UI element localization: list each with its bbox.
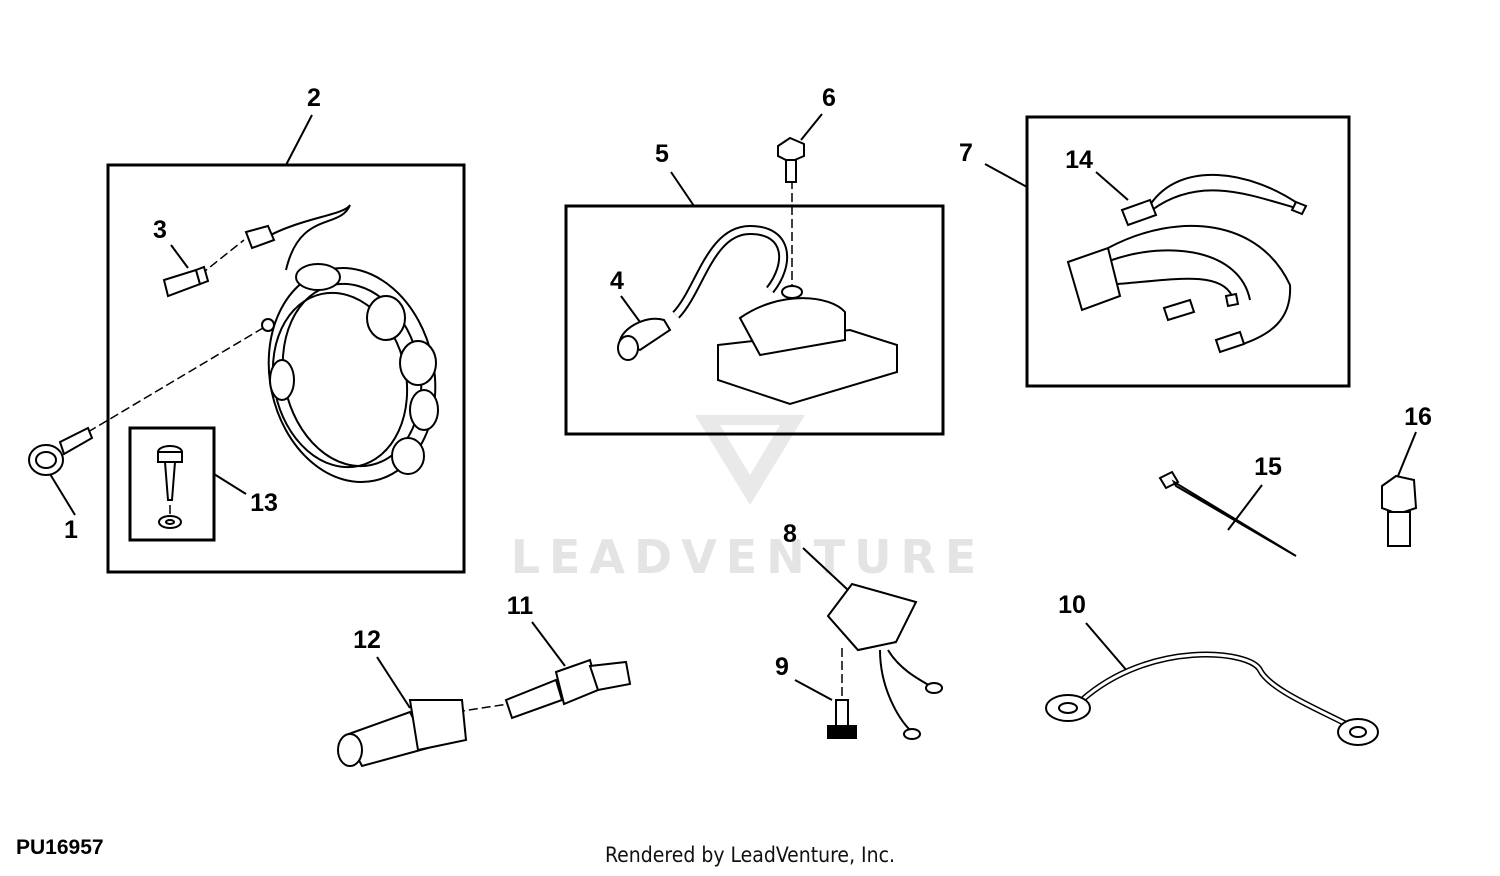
watermark: LEADVENTURE: [511, 415, 986, 584]
wiring-harness-box: [1025, 115, 1351, 388]
render-credit: Rendered by LeadVenture, Inc.: [605, 843, 895, 867]
hardware-kit-box: [128, 426, 216, 542]
spark-plug-boot-icon: [617, 317, 672, 361]
callout-8: 8: [783, 520, 797, 548]
callout-1: 1: [64, 516, 78, 544]
cable-tie-icon: [1158, 470, 1297, 557]
callout-9: 9: [775, 653, 789, 681]
stator-icon: [244, 204, 439, 484]
callout-13: 13: [250, 489, 278, 517]
callout-12: 12: [353, 626, 381, 654]
alignment-lines: [87, 180, 843, 713]
callout-7: 7: [959, 139, 973, 167]
spark-plug-icon: [504, 658, 632, 720]
bolt-icon: [777, 136, 805, 183]
watermark-text: LEADVENTURE: [511, 530, 986, 584]
ignition-coil-box: [564, 204, 945, 436]
ignition-coil-icon: [672, 224, 898, 406]
connector-icon: [162, 265, 210, 298]
wiring-harness-icon: [1066, 174, 1308, 354]
screw-icon: [827, 699, 857, 739]
ground-wire-icon: [1045, 651, 1379, 746]
bolt-icon: [28, 426, 94, 476]
callout-3: 3: [153, 216, 167, 244]
callout-15: 15: [1254, 453, 1282, 481]
callout-14: 14: [1065, 146, 1093, 174]
diagram-id: PU16957: [16, 836, 104, 859]
callout-5: 5: [655, 140, 669, 168]
callout-10: 10: [1058, 591, 1086, 619]
callout-2: 2: [307, 84, 321, 112]
sleeve-icon: [337, 699, 468, 768]
screw-and-washer-icon: [157, 445, 183, 529]
callout-11: 11: [507, 592, 534, 620]
hex-bolt-icon: [1381, 474, 1418, 547]
rectifier-module-icon: [826, 582, 943, 740]
watermark-logo-icon: [695, 415, 805, 505]
callout-4: 4: [610, 267, 624, 295]
callout-16: 16: [1404, 403, 1432, 431]
leader-lines: [49, 113, 1417, 709]
callout-6: 6: [822, 84, 836, 112]
